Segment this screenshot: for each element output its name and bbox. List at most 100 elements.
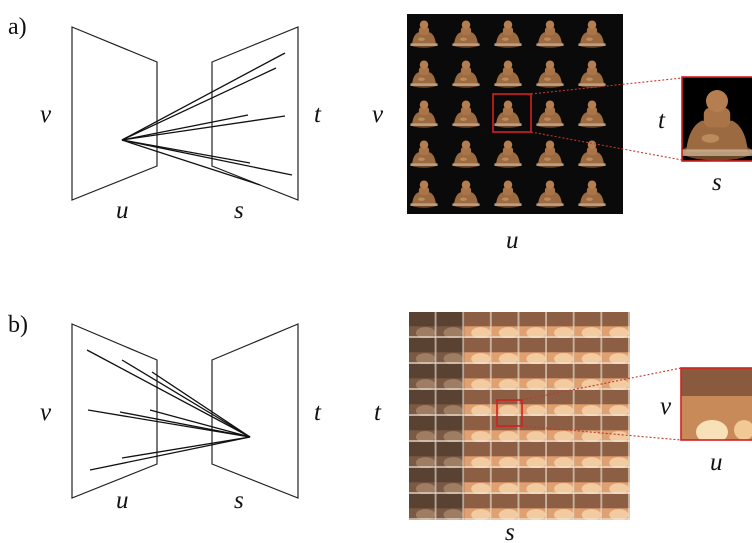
statue-thumbnail <box>452 100 480 128</box>
patch-thumbnail <box>574 494 603 520</box>
patch-thumbnail <box>464 364 492 391</box>
statue-thumbnail <box>452 60 480 88</box>
ray <box>121 115 286 141</box>
statue-thumbnail <box>410 180 438 208</box>
patch-thumbnail <box>409 494 437 520</box>
st-plane <box>211 26 299 201</box>
patch-thumbnail <box>547 416 575 443</box>
patch-thumbnail <box>491 442 520 469</box>
patch-thumbnail <box>547 494 575 520</box>
patch-thumbnail <box>409 390 437 417</box>
zoom-line-top <box>530 77 683 95</box>
statue-thumbnail <box>494 140 522 168</box>
patch-thumbnail <box>436 312 465 339</box>
patch-thumbnail <box>547 338 575 365</box>
axis-s: s <box>234 487 244 514</box>
two-plane-diagram-b: v u s t <box>40 323 322 514</box>
statue-thumbnail <box>410 60 438 88</box>
patch-thumbnail <box>491 494 520 520</box>
patch-thumbnail <box>574 312 603 339</box>
ray <box>89 436 251 471</box>
statue-thumbnail <box>578 140 606 168</box>
patch-thumbnail <box>519 468 548 495</box>
axis-u: u <box>116 487 129 514</box>
patch-thumbnail <box>464 312 492 339</box>
inset-frame <box>680 367 752 441</box>
statue-thumbnail <box>452 180 480 208</box>
ray <box>121 139 293 176</box>
ray <box>151 371 251 438</box>
panel-a-label: a) <box>8 14 27 40</box>
axis-u: u <box>116 197 129 224</box>
patch-thumbnail <box>519 416 548 443</box>
patch-thumbnail <box>602 364 630 391</box>
statue-thumbnail <box>578 60 606 88</box>
patch-thumbnail <box>464 494 492 520</box>
patch-thumbnail <box>602 442 630 469</box>
patch-thumbnail <box>602 416 630 443</box>
statue-thumbnail <box>410 100 438 128</box>
statue-thumbnail <box>494 60 522 88</box>
image-mosaic-a: v u <box>372 14 683 254</box>
patch-thumbnail <box>464 390 492 417</box>
patch-thumbnail <box>436 364 465 391</box>
patch-thumbnail <box>409 468 437 495</box>
mosaic-axis-v: v <box>372 101 384 128</box>
patch-thumbnail <box>409 312 437 339</box>
patch-thumbnail <box>409 364 437 391</box>
ray <box>149 409 251 438</box>
patch-thumbnail <box>436 442 465 469</box>
zoom-line-top <box>521 367 682 401</box>
statue-thumbnail <box>536 20 564 48</box>
inset-axis-s: s <box>712 169 722 196</box>
patch-thumbnail <box>574 468 603 495</box>
patch-thumbnail <box>491 312 520 339</box>
zoom-line-bottom <box>530 131 683 161</box>
statue-thumbnail <box>536 180 564 208</box>
image-mosaic-b: t s <box>374 312 682 543</box>
st-plane <box>211 323 299 499</box>
patch-thumbnail <box>436 416 465 443</box>
statue-thumbnail <box>452 140 480 168</box>
axis-v: v <box>40 399 52 426</box>
zoom-line-bottom <box>521 425 682 441</box>
patch-thumbnail <box>409 338 437 365</box>
patch-thumbnail <box>464 338 492 365</box>
axis-v: v <box>40 101 52 128</box>
patch-grid <box>409 312 630 520</box>
patch-thumbnail <box>602 468 630 495</box>
ray <box>121 67 277 141</box>
patch-thumbnail <box>464 416 492 443</box>
ray <box>121 139 261 186</box>
patch-thumbnail <box>491 468 520 495</box>
ray <box>87 409 251 438</box>
selected-patch <box>496 399 523 427</box>
panel-a: a) v u s t v u t s <box>8 14 752 254</box>
patch-thumbnail <box>436 338 465 365</box>
zoom-inset-a: t s <box>658 76 752 196</box>
patch-thumbnail <box>547 312 575 339</box>
patch-thumbnail <box>519 338 548 365</box>
statue-grid <box>410 20 606 208</box>
patch-highlight <box>734 420 752 440</box>
patch-thumbnail <box>574 442 603 469</box>
ray <box>86 349 251 438</box>
rays-b <box>86 349 251 471</box>
patch-thumbnail <box>519 442 548 469</box>
statue-thumbnail <box>494 20 522 48</box>
statue-thumbnail <box>578 100 606 128</box>
two-plane-diagram-a: v u s t <box>40 26 322 224</box>
patch-thumbnail <box>464 468 492 495</box>
patch-thumbnail <box>547 390 575 417</box>
patch-thumbnail <box>491 390 520 417</box>
patch-thumbnail <box>409 416 437 443</box>
patch-thumbnail <box>519 494 548 520</box>
mosaic-axis-s: s <box>505 519 515 543</box>
statue-thumbnail <box>682 90 752 161</box>
statue-closeup <box>682 90 752 161</box>
patch-thumbnail <box>547 442 575 469</box>
axis-t: t <box>314 399 322 426</box>
ray <box>119 411 251 438</box>
patch-thumbnail <box>491 416 520 443</box>
